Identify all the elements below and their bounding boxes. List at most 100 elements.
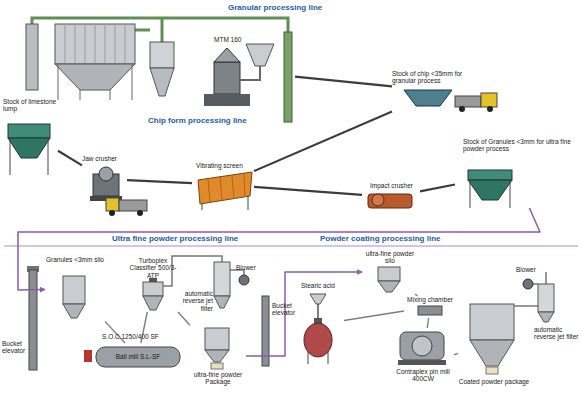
equipment-note: automatic reverse jet filter [180,290,213,312]
cyclone [150,42,174,68]
equipment-label: MTM 160 [214,36,254,43]
bag-filter-house [55,24,135,64]
equipment-label: Ball mill S.L-SF [98,353,178,360]
equipment-node: Ball mill S.L-SF [88,343,188,371]
silo [63,276,85,304]
screen-deck [208,174,245,202]
belt-conveyor [295,77,392,87]
truck-wheel [137,210,143,216]
equipment-label: Jaw crusher [82,155,127,162]
acid-funnel [310,294,326,304]
filter-cone [538,312,554,322]
truck-cab [481,93,497,107]
support-leg [308,352,328,364]
silo [378,267,400,281]
support-leg [10,138,48,175]
equipment-node: Stearic acid [292,282,344,367]
equipment-node: Coated powder package [458,300,530,392]
chip-hopper [404,90,452,106]
cyclone-cone [150,68,174,96]
equipment-label: ultra-fine powder silo [362,250,418,265]
belt-conveyor [254,187,362,195]
equipment-label: Stearic acid [292,282,344,289]
transfer-line [18,208,540,290]
equipment-node: MTM 160 [200,36,295,108]
feed-hopper [246,44,274,66]
equipment-label: Stock of chip <35mm for granular process [392,70,487,85]
equipment-node: Vibrating screen [192,162,254,207]
mill-body [214,62,240,94]
flywheel [99,167,113,181]
belt-conveyor [58,151,82,166]
package-cone [205,350,229,362]
truck-wheel [109,210,115,216]
truck-bed [455,96,481,107]
package-tank [205,328,229,350]
support-leg [58,64,132,100]
equipment-note: Blower [516,266,546,273]
chip-plant [8,124,512,216]
equipment-node: Stock of chip <35mm for granular process [392,70,487,112]
equipment-node: ultra-fine powder Package [190,325,246,387]
mill-top [214,48,240,62]
feed-chute [240,66,260,80]
equipment-node: Mixing chamber [404,296,456,318]
truck-cab [106,198,119,211]
transfer-line [415,294,417,296]
impact-crusher [368,194,412,208]
mill-base [398,360,446,365]
limestone-hopper [8,138,50,158]
granule-bin [468,170,512,180]
pin-mill-door [412,336,432,356]
section-heading: Granular processing line [228,3,378,12]
ball-mill [96,347,180,367]
filter-hopper [55,64,135,90]
section-rule [4,246,578,247]
equipment-node: Turboplex Classifier 500/3-ATP [128,257,178,312]
equipment-note: Blower [236,264,266,271]
pin-mill [400,332,444,360]
equipment-label: Impact crusher [370,182,420,189]
transfer-line [427,318,428,328]
equipment-label: Stock of limestone lump [3,98,58,113]
support-leg [202,196,248,210]
transfer-line [246,272,362,356]
equipment-label: Mixing chamber [404,296,456,303]
vibrating-screen [198,172,252,204]
blower [523,279,533,289]
equipment-label: ultra-fine powder Package [190,371,246,386]
equipment-node: Impact crusher [362,182,420,212]
mixing-chamber [418,306,442,315]
belt-conveyor [420,185,455,192]
transfer-line [344,311,404,320]
granule-hopper [468,180,512,200]
classifier [143,282,163,296]
ultra-fine-plant [27,256,269,370]
package-silo [470,304,514,340]
filter-cone [214,296,230,308]
filter-rib [65,24,125,64]
silo-cone [63,304,85,318]
jet-filter [214,262,230,296]
equipment-note: S.O.C 1250/400 SF [102,333,182,340]
equipment-label: Coated powder package [458,378,530,385]
bucket-elevator [29,270,37,370]
air-duct [135,18,162,42]
truck-bed [119,200,147,211]
equipment-node: Granules <3mm silo [45,256,105,322]
transfer-line [454,353,458,355]
bucket-elevator [284,32,292,122]
limestone-bin [8,124,50,138]
powder-bag [211,363,223,369]
acid-reactor [304,323,332,357]
classifier-cone [143,296,163,310]
equipment-label: Turboplex Classifier 500/3-ATP [128,257,178,279]
belt-conveyor [127,180,192,183]
equipment-label: Granules <3mm silo [45,256,105,263]
truck-wheel [459,106,465,112]
coating-plant [304,267,554,374]
equipment-note: Bucket elevator [2,340,28,355]
